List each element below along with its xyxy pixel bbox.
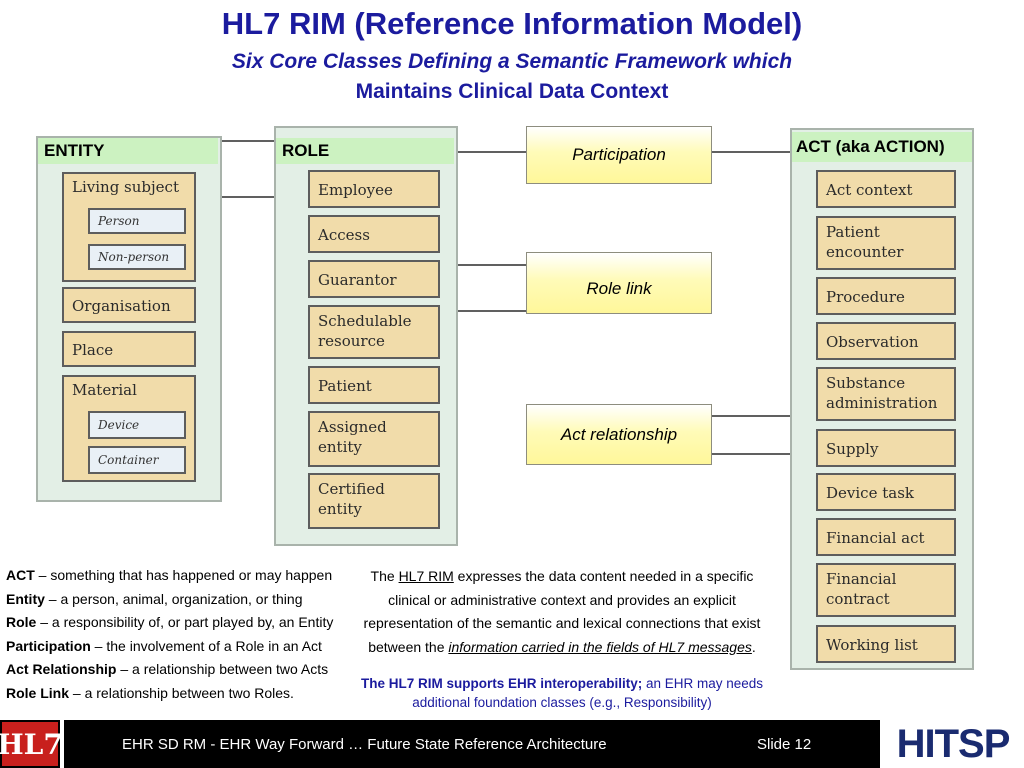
definitions-list: ACT – something that has happened or may…: [6, 564, 333, 705]
entity-container: Container: [88, 446, 186, 474]
definition-act-relationship: Act Relationship – a relationship betwee…: [6, 661, 329, 677]
connector-role-rolelink-upper: [458, 264, 526, 266]
slide-title: HL7 RIM (Reference Information Model): [221, 6, 803, 41]
definition-entity: Entity – a person, animal, organization,…: [6, 590, 303, 607]
participation-box: Participation: [526, 126, 712, 184]
act-working-list: Working list: [816, 625, 956, 663]
hl7-messages-link[interactable]: information carried in the fields of HL7…: [448, 638, 752, 655]
entity-non-person: Non-person: [88, 244, 186, 270]
act-supply: Supply: [816, 429, 956, 467]
act-observation: Observation: [816, 322, 956, 360]
connector-act-actrel-upper: [712, 415, 790, 417]
act-device-task: Device task: [816, 473, 956, 511]
definition-role-link: Role Link – a relationship between two R…: [6, 684, 294, 701]
act-procedure: Procedure: [816, 277, 956, 315]
connector-role-participation: [458, 151, 526, 153]
act-act-context: Act context: [816, 170, 956, 208]
act-financial-contract: Financial contract: [816, 563, 956, 617]
role-header: ROLE: [276, 138, 454, 164]
footer-bar: EHR SD RM - EHR Way Forward … Future Sta…: [64, 720, 880, 768]
definition-role: Role – a responsibility of, or part play…: [6, 614, 334, 630]
connector-act-actrel-lower: [712, 453, 790, 455]
slide-number: Slide 12: [757, 736, 812, 753]
connector-entity-role-mid: [222, 196, 274, 198]
hl7-logo: HL7: [0, 720, 63, 768]
hitsp-logo: HITSP: [896, 721, 1011, 766]
act-header: ACT (aka ACTION): [792, 132, 972, 162]
act-patient-encounter: Patient encounter: [816, 216, 956, 270]
entity-header: ENTITY: [38, 138, 218, 164]
rim-description: The HL7 RIM expresses the data content n…: [363, 568, 761, 655]
interoperability-note: The HL7 RIM supports EHR interoperabilit…: [360, 676, 764, 710]
connector-entity-role-top: [222, 140, 274, 142]
act-substance-administration: Substance administration: [816, 367, 956, 421]
act-relationship-box: Act relationship: [526, 404, 712, 465]
slide-subtitle-line1: Six Core Classes Defining a Semantic Fra…: [231, 50, 793, 73]
entity-material-label: Material: [72, 381, 137, 399]
definition-participation: Participation – the involvement of a Rol…: [6, 637, 322, 654]
definition-act: ACT – something that has happened or may…: [6, 567, 333, 583]
entity-person: Person: [88, 208, 186, 234]
role-access: Access: [308, 215, 440, 253]
role-employee: Employee: [308, 170, 440, 208]
connector-participation-act: [712, 151, 790, 153]
connector-role-rolelink-lower: [458, 310, 526, 312]
entity-organisation: Organisation: [62, 287, 196, 323]
act-financial-act: Financial act: [816, 518, 956, 556]
entity-living-subject-label: Living subject: [72, 178, 179, 196]
footer-title: EHR SD RM - EHR Way Forward … Future Sta…: [122, 736, 607, 753]
entity-device: Device: [88, 411, 186, 439]
slide-subtitle-line2: Maintains Clinical Data Context: [355, 80, 669, 103]
role-schedulable-resource: Schedulable resource: [308, 305, 440, 359]
entity-place: Place: [62, 331, 196, 367]
role-certified-entity: Certified entity: [308, 473, 440, 529]
hl7-rim-link[interactable]: HL7 RIM: [398, 568, 454, 584]
role-assigned-entity: Assigned entity: [308, 411, 440, 467]
role-guarantor: Guarantor: [308, 260, 440, 298]
role-link-box: Role link: [526, 252, 712, 314]
role-patient: Patient: [308, 366, 440, 404]
